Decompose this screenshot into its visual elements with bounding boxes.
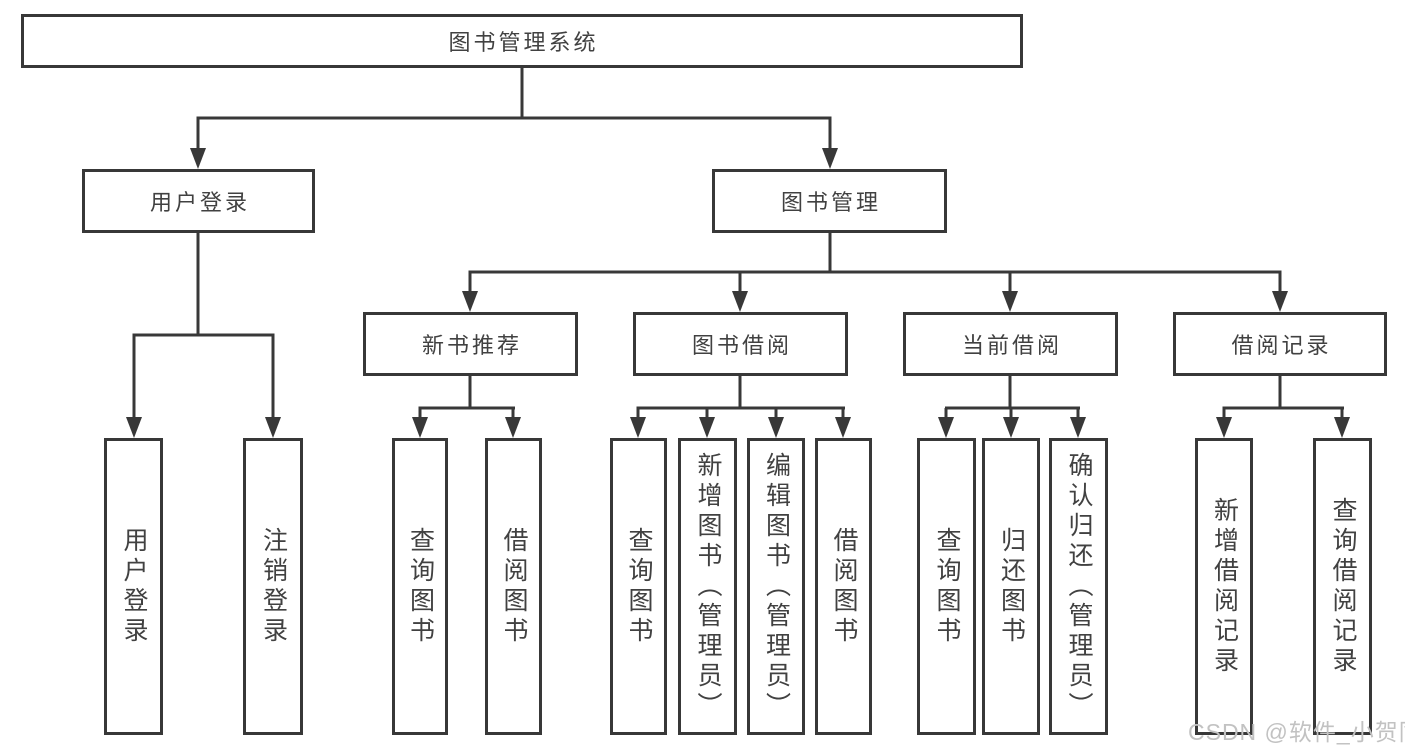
- node-borrow-records: 借阅记录: [1173, 312, 1387, 376]
- node-label: 图书管理系统: [448, 30, 599, 55]
- leaf-label: 新增图书（管理员）: [694, 451, 722, 722]
- node-book-management: 图书管理: [712, 169, 947, 233]
- node-label: 新书推荐: [421, 333, 522, 358]
- leaf-edit-book-admin: 编辑图书（管理员）: [747, 438, 805, 735]
- leaf-label: 查询图书: [406, 526, 435, 647]
- leaf-label: 用户登录: [120, 526, 148, 647]
- leaf-label: 确认归还（管理员）: [1065, 451, 1093, 722]
- leaf-label: 注销登录: [259, 526, 288, 647]
- csdn-watermark: CSDN @软件_小贺同学: [1188, 719, 1405, 745]
- leaf-query-books-borrow: 查询图书: [610, 438, 667, 735]
- node-label: 当前借阅: [961, 333, 1062, 358]
- leaf-label: 借阅图书: [830, 526, 858, 647]
- node-label: 图书借阅: [691, 333, 792, 358]
- leaf-return-books: 归还图书: [982, 438, 1040, 735]
- leaf-confirm-return-admin: 确认归还（管理员）: [1049, 438, 1108, 735]
- leaf-logout: 注销登录: [243, 438, 303, 735]
- leaf-label: 查询图书: [933, 526, 961, 647]
- node-book-borrow: 图书借阅: [633, 312, 848, 376]
- leaf-label: 归还图书: [997, 526, 1026, 647]
- leaf-add-book-admin: 新增图书（管理员）: [678, 438, 737, 735]
- node-label: 用户登录: [149, 190, 250, 215]
- leaf-query-borrow-record: 查询借阅记录: [1313, 438, 1372, 735]
- leaf-borrow-books: 借阅图书: [815, 438, 872, 735]
- node-root-system: 图书管理系统: [21, 14, 1023, 68]
- leaf-query-books-recommend: 查询图书: [392, 438, 448, 735]
- node-new-book-recommend: 新书推荐: [363, 312, 578, 376]
- leaf-add-borrow-record: 新增借阅记录: [1195, 438, 1253, 735]
- node-current-borrow: 当前借阅: [903, 312, 1118, 376]
- leaf-label: 编辑图书（管理员）: [762, 451, 791, 722]
- leaf-borrow-books-recommend: 借阅图书: [485, 438, 542, 735]
- node-label: 图书管理: [780, 190, 881, 215]
- leaf-user-login: 用户登录: [104, 438, 163, 735]
- leaf-label: 新增借阅记录: [1210, 496, 1239, 677]
- leaf-query-books-current: 查询图书: [917, 438, 976, 735]
- leaf-label: 借阅图书: [500, 526, 528, 647]
- leaf-label: 查询图书: [625, 526, 653, 647]
- leaf-label: 查询借阅记录: [1329, 496, 1357, 677]
- node-label: 借阅记录: [1231, 333, 1332, 358]
- arrowhead-icons: [126, 148, 1350, 438]
- node-user-login: 用户登录: [82, 169, 315, 233]
